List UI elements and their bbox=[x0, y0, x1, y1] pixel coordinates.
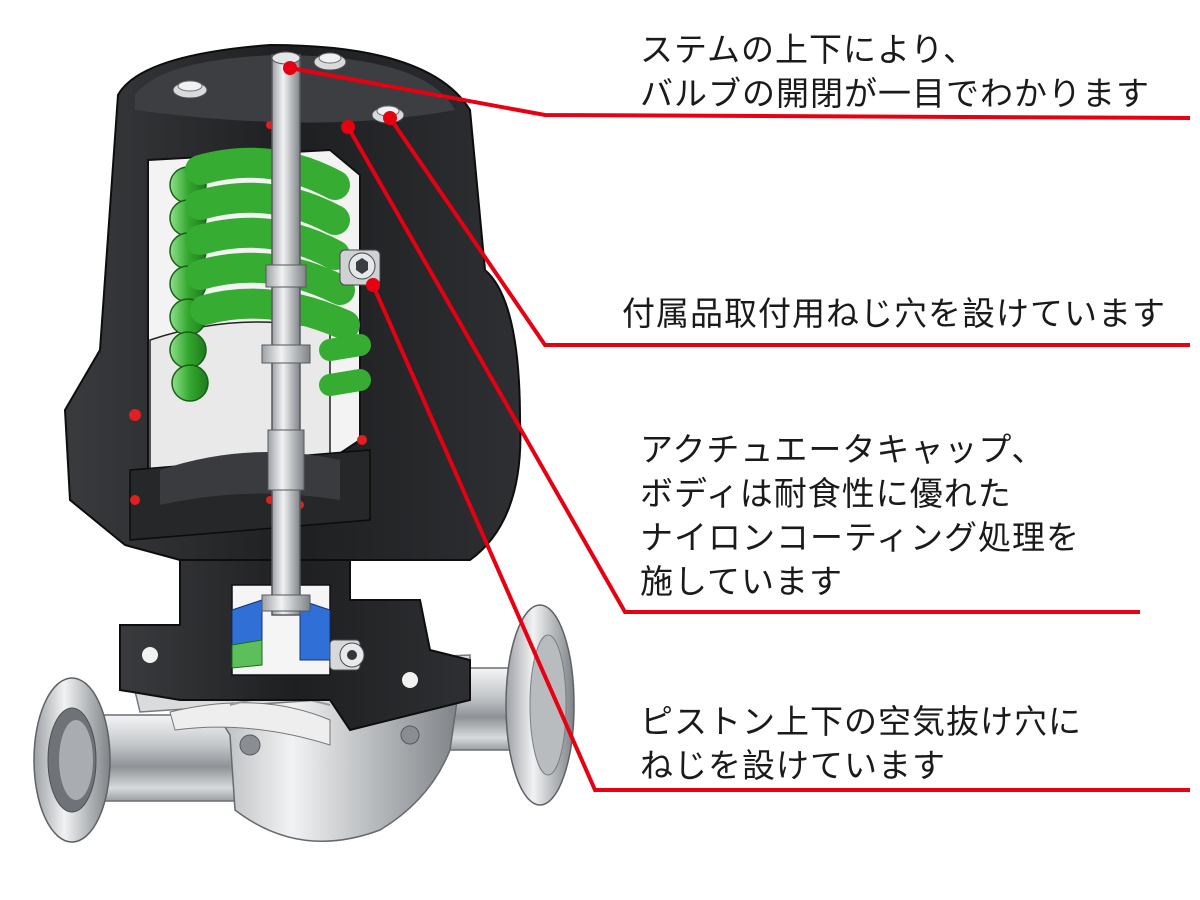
stem-shaft bbox=[261, 51, 311, 616]
callout-line: 付属品取付用ねじ穴を設けています bbox=[622, 294, 1166, 333]
leader-dots bbox=[283, 61, 397, 292]
callout-line: ステムの上下により、 bbox=[640, 30, 978, 69]
vent-screw bbox=[329, 639, 365, 671]
callout-line: 施しています bbox=[640, 562, 844, 601]
callout-line: バルブの開閉が一目でわかります bbox=[640, 74, 1150, 113]
leader-line-coating bbox=[346, 126, 1140, 614]
callout-line: ボディは耐食性に優れた bbox=[640, 474, 1012, 513]
leader-line-stem bbox=[289, 66, 1191, 120]
callout-stem-indicator: ステムの上下により、 バルブの開閉が一目でわかります bbox=[640, 28, 1150, 116]
accessory-mount-screw bbox=[339, 249, 381, 286]
callout-vent-screw: ピストン上下の空気抜け穴に ねじを設けています bbox=[640, 700, 1082, 788]
callout-line: ピストン上下の空気抜け穴に bbox=[640, 702, 1082, 741]
callout-line: アクチュエータキャップ、 bbox=[640, 430, 1046, 469]
callout-nylon-coating: アクチュエータキャップ、 ボディは耐食性に優れた ナイロンコーティング処理を 施… bbox=[640, 428, 1080, 604]
callout-accessory-hole: 付属品取付用ねじ穴を設けています bbox=[622, 292, 1166, 336]
bonnet-housing bbox=[119, 539, 471, 732]
callout-line: ナイロンコーティング処理を bbox=[640, 518, 1081, 557]
leader-line-accessory-hole bbox=[388, 116, 1190, 347]
callout-line: ねじを設けています bbox=[640, 746, 946, 785]
leader-line-vent bbox=[371, 284, 1190, 792]
leader-lines bbox=[289, 66, 1191, 792]
